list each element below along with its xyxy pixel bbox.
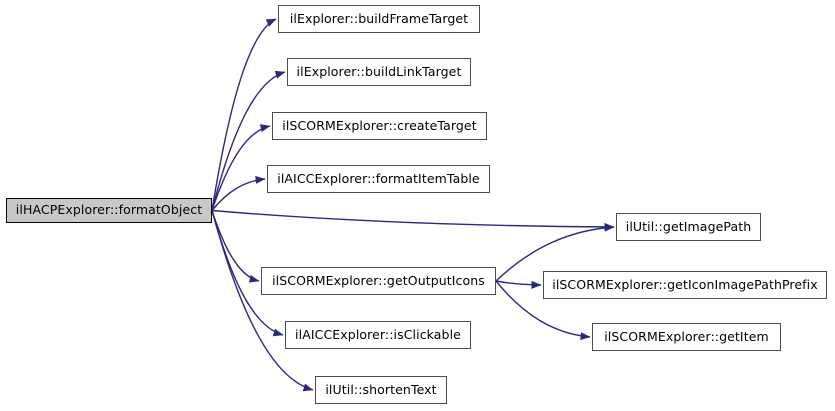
graph-edge-getOutputIcons-to-getImagePath [495,223,615,282]
graph-node-getItem[interactable]: ilSCORMExplorer::getItem [592,323,781,351]
graph-node-label: ilAICCExplorer::formatItemTable [277,170,480,186]
graph-node-createTarget[interactable]: ilSCORMExplorer::createTarget [272,112,487,140]
graph-node-label: ilSCORMExplorer::getOutputIcons [272,272,485,288]
graph-node-label: ilHACPExplorer::formatObject [15,202,203,218]
graph-edge-formatObject-to-buildFrameTarget [211,18,277,211]
graph-node-formatObject[interactable]: ilHACPExplorer::formatObject [6,198,212,223]
graph-node-label: ilExplorer::buildFrameTarget [289,10,469,26]
graph-edge-formatObject-to-buildLinkTarget [211,70,286,211]
graph-node-getOutputIcons[interactable]: ilSCORMExplorer::getOutputIcons [261,267,496,295]
graph-node-label: ilSCORMExplorer::getItem [604,328,769,344]
graph-node-label: ilExplorer::buildLinkTarget [296,63,462,79]
graph-node-label: ilSCORMExplorer::getIconImagePathPrefix [552,276,818,292]
graph-node-shortenText[interactable]: ilUtil::shortenText [315,376,447,404]
graph-node-label: ilAICCExplorer::isClickable [295,326,461,342]
graph-node-getIconImagePathPrefix[interactable]: ilSCORMExplorer::getIconImagePathPrefix [543,271,827,299]
graph-node-formatItemTable[interactable]: ilAICCExplorer::formatItemTable [267,165,490,193]
graph-node-label: ilUtil::shortenText [325,381,437,397]
graph-edge-getOutputIcons-to-getItem [495,280,591,341]
graph-edge-formatObject-to-getImagePath [211,209,615,231]
graph-node-isClickable[interactable]: ilAICCExplorer::isClickable [285,321,471,349]
graph-edge-formatObject-to-formatItemTable [211,175,266,211]
graph-node-getImagePath[interactable]: ilUtil::getImagePath [616,213,761,241]
graph-edge-getOutputIcons-to-getIconImagePathPrefix [495,280,542,289]
graph-node-label: ilUtil::getImagePath [625,218,752,234]
graph-edge-formatObject-to-createTarget [211,124,271,211]
graph-node-label: ilSCORMExplorer::createTarget [282,117,477,133]
graph-node-buildFrameTarget[interactable]: ilExplorer::buildFrameTarget [278,5,480,33]
graph-edges [211,18,615,392]
graph-edge-formatObject-to-shortenText [211,210,314,392]
graph-edge-formatObject-to-getOutputIcons [211,210,260,283]
graph-node-buildLinkTarget[interactable]: ilExplorer::buildLinkTarget [287,58,471,86]
